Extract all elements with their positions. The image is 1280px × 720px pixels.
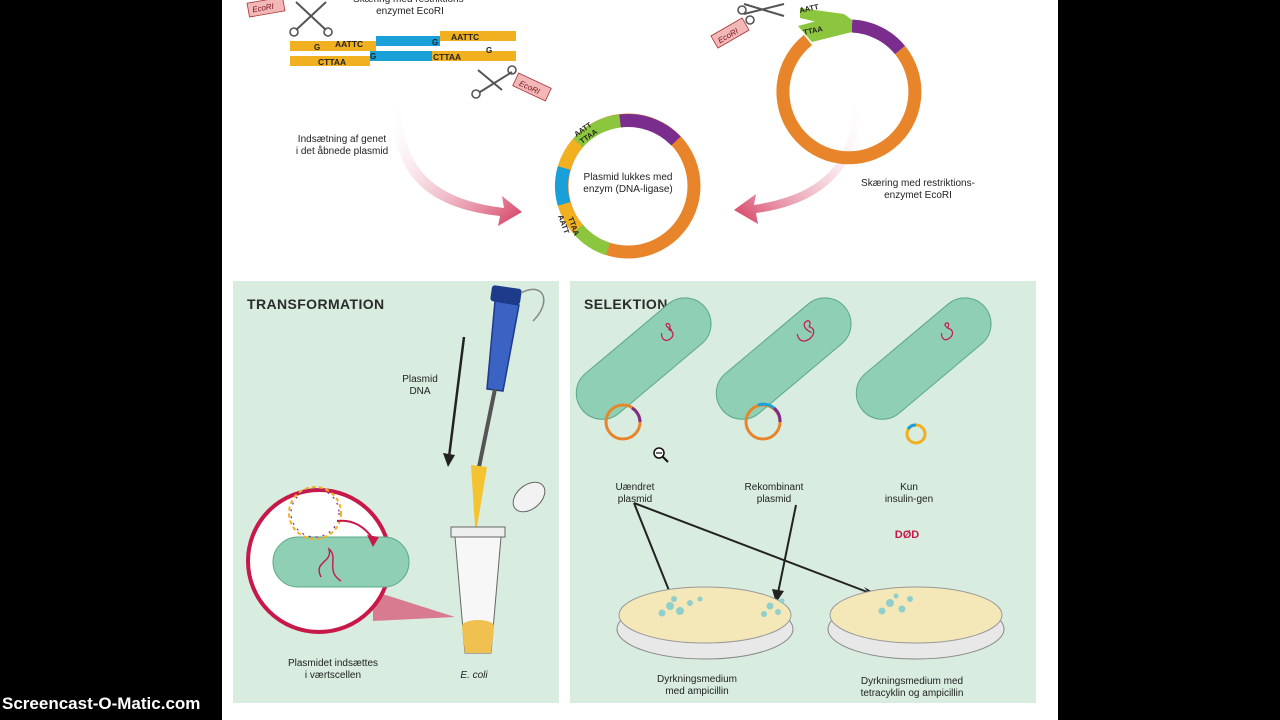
petri-dish-ampicillin (616, 586, 794, 660)
label-cut-top: Skæring med restriktions- enzymet EcoRI (353, 0, 467, 17)
insert-arrow (393, 102, 522, 226)
label-cut-right: Skæring med restriktions- enzymet EcoRI (861, 178, 975, 201)
label-ligase: Plasmid lukkes med enzym (DNA-ligase) (583, 172, 673, 195)
screencast-watermark: Screencast-O-Matic.com (2, 694, 201, 713)
selektion-illustration (575, 297, 1005, 660)
ecoli-label: E. coli (460, 670, 488, 681)
open-plasmid: AATT TTAA (776, 2, 922, 165)
diagram-page: EcoRI AATTC G CTTAA G AATTC G CTTAA G (222, 0, 1058, 720)
scissors-icon (289, 1, 333, 37)
svg-text:AATT: AATT (799, 2, 820, 15)
label-insert: Indsætning af genet i det åbnede plasmid (295, 134, 389, 157)
svg-text:CTTAA: CTTAA (433, 52, 461, 62)
svg-text:G: G (370, 52, 376, 61)
gene-fragment: AATTC G CTTAA G AATTC G CTTAA G (290, 31, 516, 67)
ecori-tag-top-left: EcoRI (246, 0, 286, 18)
svg-text:G: G (314, 43, 320, 52)
dead-label: DØD (894, 529, 920, 541)
svg-text:G: G (486, 46, 492, 55)
zoom-cursor-icon (653, 447, 669, 463)
transformation-title: TRANSFORMATION (247, 296, 385, 312)
petri-dish-tetracyklin (827, 586, 1005, 660)
svg-text:TTAA: TTAA (803, 24, 824, 37)
ecori-tag-middle: EcoRI (512, 72, 552, 102)
selektion-title: SELEKTION (584, 296, 668, 312)
inserted-label: Plasmidet indsættes i værtscellen (287, 658, 379, 681)
ecori-tag-top-right: EcoRI (710, 17, 750, 49)
dish2-label: Dyrkningsmedium med tetracyklin og ampic… (860, 676, 964, 699)
unchanged-plasmid-label: Uændret plasmid (615, 482, 655, 505)
cloning-diagram: EcoRI AATTC G CTTAA G AATTC G CTTAA G (246, 0, 922, 259)
svg-text:AATTC: AATTC (451, 32, 479, 42)
svg-text:G: G (432, 38, 438, 47)
recombinant-plasmid: AATT TTAA TTAA AATT (555, 113, 701, 259)
plasmid-dna-label: Plasmid DNA (402, 374, 438, 397)
eppendorf-tube (450, 481, 546, 654)
plasmid-dna-coil (288, 486, 342, 540)
dish1-label: Dyrkningsmedium med ampicillin (656, 674, 738, 697)
svg-text:EcoRI: EcoRI (252, 2, 276, 15)
scissors-icon (471, 65, 517, 99)
scissors-icon (737, 3, 785, 25)
cut-arrow (734, 102, 861, 224)
bacterium-cell-2 (715, 297, 852, 420)
bacterium-cell (272, 536, 410, 588)
recombinant-plasmid-label: Rekombinant plasmid (744, 482, 804, 505)
svg-text:AATTC: AATTC (335, 39, 363, 49)
svg-text:CTTAA: CTTAA (318, 57, 346, 67)
transformation-illustration (246, 285, 546, 654)
bacterium-cell-3 (855, 297, 992, 420)
bacterium-cell-1 (575, 297, 712, 420)
pipette-icon (471, 285, 545, 527)
insulin-gene-label: Kun insulin-gen (884, 482, 934, 505)
